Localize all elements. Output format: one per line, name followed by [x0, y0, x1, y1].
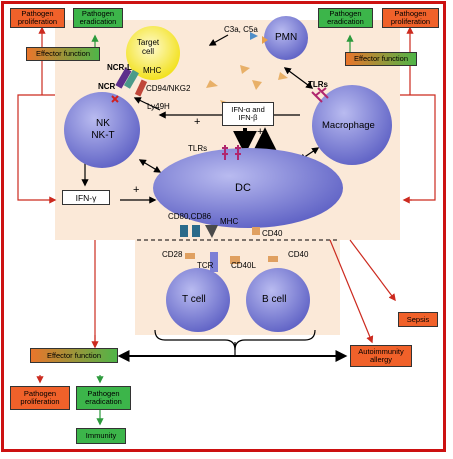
nk-label: NK NK-T	[91, 118, 115, 141]
cd40-dc-label: CD40	[262, 229, 283, 238]
tcr-label: TCR	[197, 261, 214, 270]
immunity-box: Immunity	[76, 428, 126, 444]
ncr-label: NCR	[98, 82, 116, 91]
ncr-l-label: NCR-L	[107, 63, 132, 72]
b-cell-label: B cell	[262, 294, 287, 305]
autoimmunity-allergy-box: Autoimmunity allergy	[350, 345, 412, 367]
outer-frame	[1, 1, 446, 452]
effector-function-box-tr: Effector function	[345, 52, 417, 66]
t-cell-label: T cell	[182, 294, 206, 305]
macrophage-label: Macrophage	[322, 120, 375, 131]
receptor-marks	[111, 32, 329, 272]
b-cell	[246, 268, 310, 332]
macrophage-cell	[312, 85, 392, 165]
pmn-cell	[264, 16, 308, 60]
dc-cell	[153, 148, 343, 228]
plus-sign-3: +	[133, 184, 140, 196]
target-cell	[126, 26, 180, 80]
pmn-label: PMN	[275, 32, 298, 43]
ly49h-label: Ly49H	[147, 102, 170, 111]
plus-sign-1: +	[194, 116, 201, 128]
t-cell	[166, 268, 230, 332]
mhc-target-label: MHC	[143, 66, 162, 75]
target-cell-label: Target cell	[136, 38, 160, 56]
sepsis-box: Sepsis	[398, 312, 438, 327]
tlrs-macrophage-label: TLRs	[308, 80, 328, 89]
cd80-cd86-label: CD80,CD86	[168, 212, 212, 221]
pathogen-proliferation-box-tr: Pathogen proliferation	[382, 8, 439, 28]
pathogen-eradication-box-tl: Pathogen eradication	[73, 8, 123, 28]
effector-function-box-bl: Effector function	[30, 348, 118, 363]
effector-function-box-tl: Effector function	[26, 47, 100, 61]
nk-cell	[64, 92, 140, 168]
dc-label: DC	[235, 182, 251, 194]
cd94-label: CD94/NKG2	[146, 84, 191, 93]
cd40-b-label: CD40	[288, 250, 309, 259]
tlrs-dc-label: TLRs	[188, 144, 208, 153]
red-feedback-lines	[17, 26, 436, 384]
mhc-dc-label: MHC	[220, 217, 239, 226]
pathogen-proliferation-box-bl: Pathogen proliferation	[10, 386, 70, 410]
ifn-alpha-beta-box: IFN-α and IFN-β	[222, 102, 274, 126]
pathogen-eradication-box-bl: Pathogen eradication	[76, 386, 131, 410]
pathogen-proliferation-box-tl: Pathogen proliferation	[10, 8, 65, 28]
black-arrows	[81, 34, 348, 362]
cd28-label: CD28	[162, 250, 183, 259]
pathogen-eradication-box-tr: Pathogen eradication	[318, 8, 373, 28]
c3a-c5a-label: C3a, C5a	[224, 25, 258, 34]
ifn-gamma-box: IFN-γ	[62, 190, 110, 205]
plus-sign-2: +	[257, 126, 264, 138]
cd40l-label: CD40L	[231, 261, 256, 270]
